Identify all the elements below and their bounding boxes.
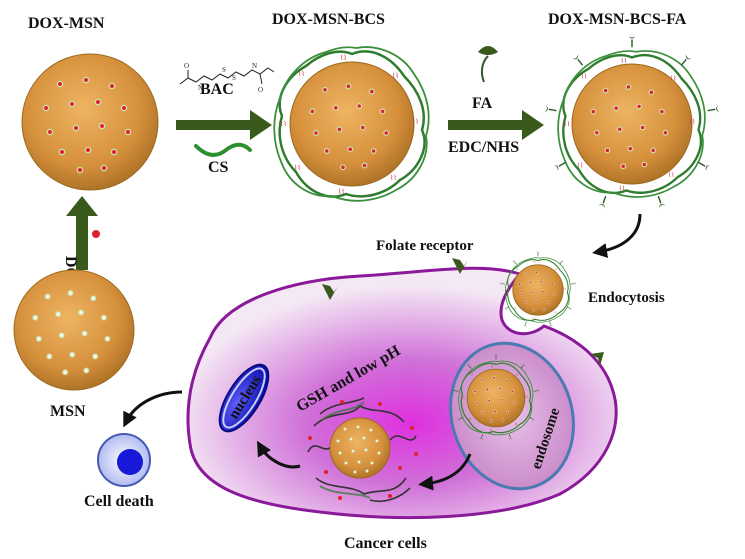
nuclear-entry-arrow [257,440,301,469]
folic-acid-icon [478,46,498,83]
label-fa: FA [472,95,493,112]
targeting-arrow [592,213,642,258]
msn-particle [13,269,135,391]
dox-msn-particle [21,53,159,191]
dox-drug-dot [92,230,100,238]
label-cancer-cells: Cancer cells [344,535,427,552]
label-dox-msn-bcs: DOX-MSN-BCS [272,11,385,28]
folate-receptor-icon [322,258,604,366]
cs-polymer-icon [194,142,252,157]
dox-msn-bcs-fa-particle [543,34,721,210]
svg-text:N: N [252,62,257,70]
endocytosed-particle [499,251,577,328]
svg-text:O: O [184,62,189,70]
reaction-arrow-2 [448,110,544,140]
svg-text:O: O [258,86,263,94]
label-endocytosis: Endocytosis [588,290,665,306]
nucleus [218,363,270,433]
endosome-particle [451,353,541,441]
cell-death-arrow [123,390,183,428]
dox-loading-arrow [66,196,98,270]
degraded-particle [307,397,418,503]
label-dox-msn-bcs-fa: DOX-MSN-BCS-FA [548,11,687,28]
svg-text:S: S [232,74,236,82]
svg-text:N: N [198,84,203,92]
label-dox-msn: DOX-MSN [28,15,105,32]
dox-msn-bcs-particle [272,45,430,203]
svg-text:S: S [222,66,226,74]
dead-cell-icon [97,433,151,487]
bac-molecule-icon: O N S S N O [179,62,275,94]
label-edc-nhs: EDC/NHS [448,139,519,156]
label-msn: MSN [50,403,86,420]
reaction-arrow-1 [176,110,272,140]
label-folate-receptor: Folate receptor [376,238,474,254]
release-arrow [418,453,472,491]
label-cell-death: Cell death [84,493,154,510]
label-cs: CS [208,159,229,176]
label-bac: BAC [200,81,234,98]
